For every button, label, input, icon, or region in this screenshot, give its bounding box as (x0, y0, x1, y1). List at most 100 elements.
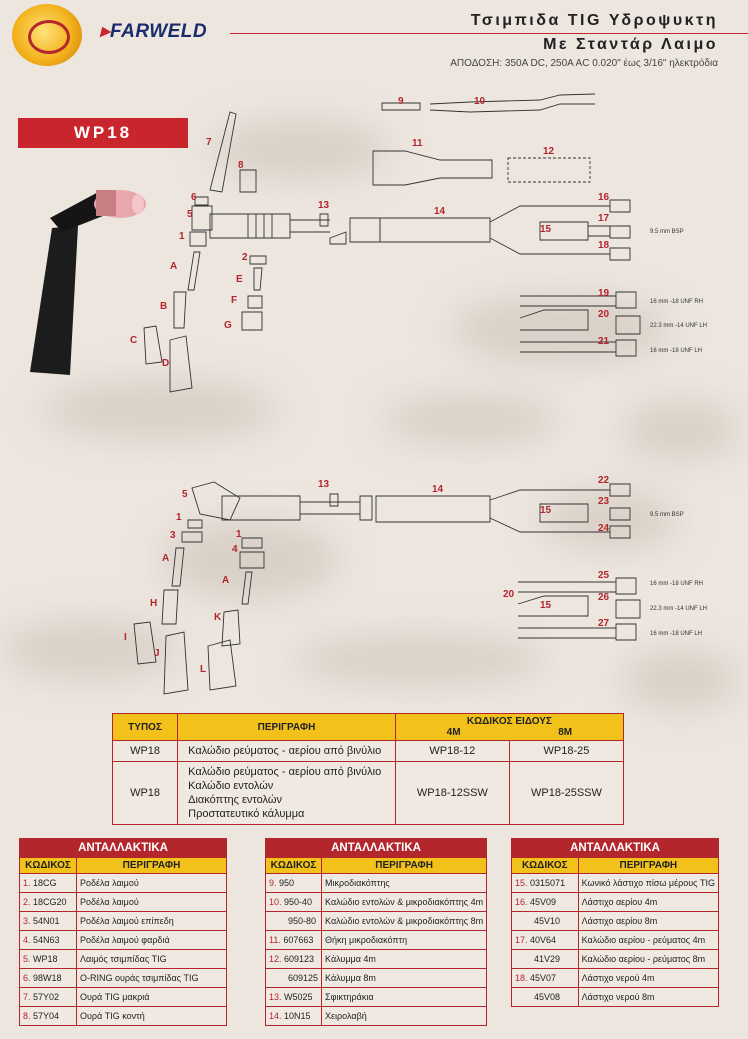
part-description: Ροδέλα λαιμού (76, 892, 227, 912)
part-description: Καλώδιο αερίου - ρεύματος 8m (577, 949, 720, 969)
spec-unf14-bottom: 22.3 mm -14 UNF LH (650, 606, 707, 612)
label-9: 9 (398, 96, 404, 107)
part-code-value: W5025 (284, 992, 313, 1002)
label-13b: 13 (318, 479, 330, 490)
label-12: 12 (543, 146, 555, 157)
part-code-value: 98W18 (33, 973, 62, 983)
part-code-value: 45V07 (530, 973, 557, 983)
spec-lh-bottom: 16 mm -18 UNF LH (650, 631, 702, 637)
part-description: Λάστιχο νερού 8m (577, 987, 720, 1007)
part-code: 6. 98W18 (19, 968, 77, 988)
label-11: 11 (412, 138, 423, 149)
label-20: 20 (598, 309, 610, 320)
part-code-value: 18CG (33, 878, 57, 888)
part-code-value: 54N63 (33, 935, 60, 945)
part-code-value: 40V64 (530, 935, 557, 945)
spec-rh-bottom: 16 mm -18 UNF RH (650, 581, 703, 587)
exploded-parts-drawing: 9 10 11 12 7 8 6 5 1 13 14 15 16 17 18 2… (30, 93, 707, 695)
part-code-value: 0315071 (530, 878, 566, 888)
row-type: WP18 (111, 761, 179, 825)
part-code: 4. 54N63 (19, 930, 77, 950)
label-j: J (154, 648, 160, 659)
brand-name: FARWELD (110, 21, 208, 42)
part-code-value: 607663 (283, 935, 314, 945)
part-code: 16. 45V09 (511, 892, 579, 912)
part-number: 5. (23, 954, 31, 964)
spec-lh-top: 16 mm -18 UNF LH (650, 348, 702, 354)
col-code: ΚΩΔΙΚΟΣ ΕΙΔΟΥΣ 4M 8M (394, 713, 625, 741)
part-description: Λάστιχο αερίου 4m (577, 892, 720, 912)
part-code-value: 950 (279, 878, 295, 888)
label-19: 19 (598, 288, 610, 299)
part-description: Χειρολαβή (321, 1006, 488, 1026)
col-code: ΚΩΔΙΚΟΣ (511, 857, 579, 874)
page-subtitle: Με Σταντάρ Λαιμο (543, 36, 718, 53)
label-6: 6 (191, 192, 197, 203)
label-16: 16 (598, 192, 610, 203)
part-description: Ροδέλα λαιμού φαρδιά (76, 930, 227, 950)
product-table: ΤΥΠΟΣ ΠΕΡΙΓΡΑΦΗ ΚΩΔΙΚΟΣ ΕΙΔΟΥΣ 4M 8M WP1… (111, 713, 625, 825)
row-code-8m: WP18-25 (508, 740, 625, 762)
part-number: 15. (515, 878, 528, 888)
part-description: O-RING ουράς τσιμπίδας TIG (76, 968, 227, 988)
label-15b: 15 (540, 505, 552, 516)
part-number: 18. (515, 973, 528, 983)
part-code-value: 45V09 (530, 897, 557, 907)
part-code-value: WP18 (33, 954, 58, 964)
part-description: Κωνικό λάστιχο πίσω μέρους TIG (577, 873, 720, 893)
part-number: 6. (23, 973, 31, 983)
part-code-value: 41V29 (534, 954, 561, 964)
desc-line: Καλώδιο εντολών (188, 780, 274, 792)
part-number: 12. (269, 954, 282, 964)
label-ab: A (162, 553, 169, 564)
label-c: C (130, 335, 137, 346)
label-e: E (236, 274, 243, 285)
rating-text: ΑΠΟΔΟΣΗ: 350A DC, 250A AC 0.020" έως 3/1… (450, 58, 718, 69)
col-description: ΠΕΡΙΓΡΑΦΗ (177, 713, 396, 741)
label-3b: 3 (170, 530, 176, 541)
part-code: 5. WP18 (19, 949, 77, 969)
col-desc: ΠΕΡΙΓΡΑΦΗ (76, 857, 227, 874)
part-code: 45V10 (511, 911, 579, 931)
part-code: 9. 950 (264, 873, 323, 893)
part-number: 16. (515, 897, 528, 907)
part-number: 11. (269, 935, 281, 945)
col-type: ΤΥΠΟΣ (111, 713, 179, 741)
part-code-value: 10N15 (284, 1011, 311, 1021)
part-code: 17. 40V64 (511, 930, 579, 950)
col-8m: 8M (558, 727, 573, 738)
part-description: Σφικτηράκια (321, 987, 488, 1007)
table-row: 15. 0315071 Κωνικό λάστιχο πίσω μέρους TI… (511, 873, 720, 893)
part-code-value: 950-40 (284, 897, 313, 907)
spare-parts-title: ΑΝΤΑΛΛΑΚΤΙΚΑ (511, 838, 719, 858)
part-number: 3. (23, 916, 31, 926)
label-a: A (170, 261, 177, 272)
brand-emblem (12, 4, 82, 66)
label-8: 8 (238, 160, 244, 171)
table-row: WP18 Καλώδιο ρεύματος - αερίου από βινύλ… (111, 740, 625, 762)
row-code-4m: WP18-12SSW (394, 761, 510, 825)
label-17: 17 (598, 213, 610, 224)
title-rule (230, 33, 748, 34)
label-h: H (150, 598, 157, 609)
table-row: WP18 Καλώδιο ρεύματος - αερίου από βινύλ… (111, 761, 625, 825)
col-desc: ΠΕΡΙΓΡΑΦΗ (577, 857, 720, 874)
part-description: Κάλυμμα 4m (321, 949, 488, 969)
model-tag: WP18 (18, 118, 188, 148)
desc-line: Προστατευτικό κάλυμμα (188, 808, 305, 820)
part-code-value: 45V08 (534, 992, 561, 1002)
label-23: 23 (598, 496, 610, 507)
col-4m: 4M (446, 727, 461, 738)
